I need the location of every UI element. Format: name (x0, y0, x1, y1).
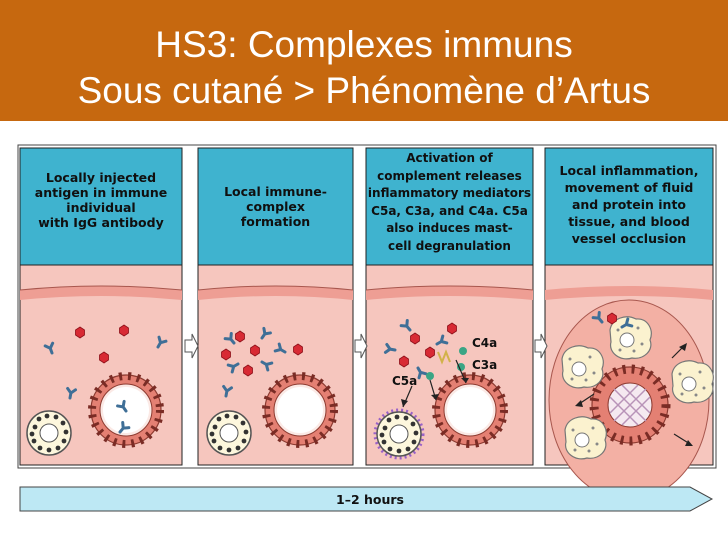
timeline-arrow (19, 486, 714, 512)
caption-line: also induces mast- (386, 221, 513, 235)
caption-line: complement releases (377, 168, 522, 183)
panel-3-caption: Activation of complement releases inflam… (364, 150, 535, 255)
caption-line: cell degranulation (388, 238, 511, 253)
panel-2 (197, 147, 354, 466)
panel-4 (544, 147, 714, 501)
c5a-label: C5a (392, 374, 418, 388)
caption-line: vessel occlusion (571, 231, 687, 246)
caption-line: individual (66, 200, 136, 215)
step-arrow-2 (354, 333, 368, 359)
panel-1-caption: Locally injected antigen in immune indiv… (22, 170, 180, 230)
caption-line: inflammatory mediators (367, 186, 532, 200)
caption-line: Local immune- (224, 184, 327, 199)
panel-3 (365, 147, 534, 466)
caption-line: Activation of (406, 151, 493, 165)
panel-4-caption: Local inflammation, movement of fluid an… (547, 162, 711, 247)
panel-2-caption: Local immune- complex formation (200, 184, 351, 229)
caption-line: complex (246, 199, 305, 214)
caption-line: antigen in immune (34, 185, 168, 200)
step-arrow-3 (534, 333, 548, 359)
caption-line: Locally injected (45, 170, 157, 185)
step-arrow-1 (184, 333, 199, 359)
title-line-1: HS3: Complexes immuns (155, 24, 573, 65)
panel-1 (19, 147, 183, 466)
caption-line: formation (240, 214, 311, 229)
c4a-label: C4a (472, 336, 498, 350)
caption-line: tissue, and blood (568, 214, 690, 229)
caption-line: with IgG antibody (38, 215, 164, 230)
c3a-label: C3a (472, 358, 498, 372)
timeline-label: 1–2 hours (336, 492, 404, 507)
caption-line: movement of fluid (564, 180, 694, 195)
caption-line: C5a, C3a, and C4a. C5a (371, 203, 528, 218)
title-banner (0, 0, 728, 121)
title-line-2: Sous cutané > Phénomène d’Artus (77, 70, 651, 111)
caption-line: Local inflammation, (559, 163, 699, 178)
caption-line: and protein into (571, 197, 687, 212)
